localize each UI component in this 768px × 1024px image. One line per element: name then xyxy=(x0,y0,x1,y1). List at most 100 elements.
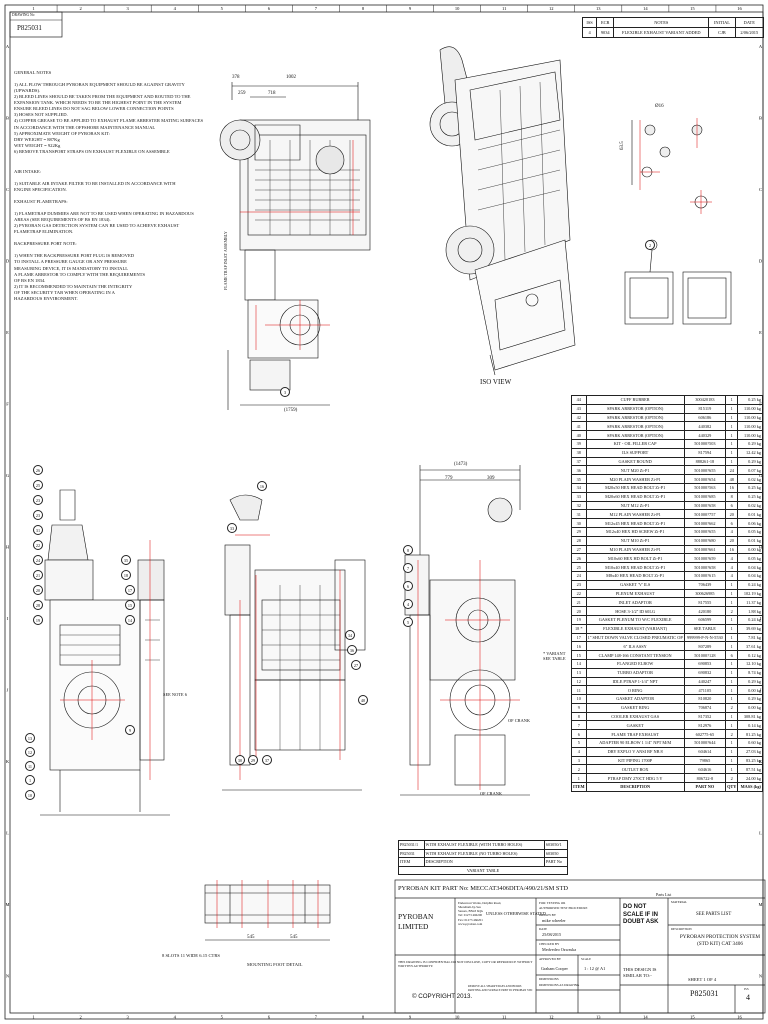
zone-column-label: 16 xyxy=(737,1015,742,1020)
confidential-notice: THIS DRAWING IS CONFIDENTIAL DO NOT DISC… xyxy=(398,960,533,969)
item-balloon: 12 xyxy=(25,747,35,757)
parts-cell: 6 xyxy=(724,650,739,660)
zone-column-label: 12 xyxy=(549,6,554,11)
note-line: 1) FLAMETRAP DUMMIES ARE NOT TO BE USED … xyxy=(14,211,194,217)
variant-cell: 603050/1 xyxy=(543,840,569,850)
zone-column-label: 11 xyxy=(502,6,506,11)
variant-row: P825031/1 WITH EXHAUST FLEXIBLE (WITH TU… xyxy=(398,840,569,850)
dimensions-value: DIMENSIONS AS DRAWING xyxy=(539,983,580,987)
parts-cell: 0.05 kg xyxy=(737,553,763,564)
zone-row-label: F xyxy=(6,401,9,406)
dimension-text: 779 xyxy=(445,476,453,481)
variant-cell: 603050 xyxy=(543,848,569,858)
item-balloon: 23 xyxy=(33,510,43,520)
zone-row-label: C xyxy=(6,187,9,192)
parts-cell: 501000?659 xyxy=(683,553,727,564)
revision-cell: CJB xyxy=(708,27,736,38)
title-block-frame xyxy=(394,879,766,1014)
revision-header-cell: ISS xyxy=(581,17,598,28)
zone-column-label: 14 xyxy=(643,1015,648,1020)
sheet-number: SHEET 1 OF 4 xyxy=(688,977,717,982)
iso-view-label: ISO VIEW xyxy=(480,378,512,386)
parts-cell: 8.74 kg xyxy=(737,667,763,678)
parts-cell: 501000?757 xyxy=(683,509,727,520)
parts-cell: 606186 xyxy=(683,412,727,423)
note-line: A FLAME ARRESTOR TO COMPLY WITH THE REQU… xyxy=(14,271,146,277)
parts-cell: 1 xyxy=(724,685,739,696)
zone-column-label: 2 xyxy=(79,6,81,11)
zone-column-label: 14 xyxy=(643,6,648,11)
parts-cell: 2 xyxy=(724,606,739,616)
parts-cell: 1 xyxy=(724,395,739,405)
zone-row-label: D xyxy=(6,258,10,263)
parts-cell: 0.29 kg xyxy=(737,694,763,704)
note-line: Shoreham-by-Sea xyxy=(458,905,481,910)
parts-cell: 501000?503 xyxy=(683,438,727,449)
parts-cell: 42 xyxy=(571,412,587,423)
parts-cell: 11.37 kg xyxy=(737,597,763,608)
parts-cell: 1 xyxy=(724,614,739,625)
note-line: HAZARDOUS ENVIRONMENT. xyxy=(14,295,78,301)
material: SEE PARTS LIST xyxy=(696,912,732,917)
parts-cell: 11 xyxy=(571,685,587,696)
unless-stated: UNLESS OTHERWISE STATED xyxy=(486,911,546,916)
parts-cell: 2 xyxy=(724,773,739,784)
zone-column-label: 16 xyxy=(737,6,742,11)
description-label: DESCRIPTION xyxy=(671,927,692,931)
note-line: 4) COPPER GREASE TO BE APPLIED TO EXHAUS… xyxy=(14,118,204,124)
drawing-number: P825031 xyxy=(17,24,42,32)
parts-cell: 1 xyxy=(724,588,739,599)
parts-cell: M10x60 HEX HD BOLT Zi-P1 xyxy=(585,553,685,564)
parts-cell: 12.42 kg xyxy=(737,447,763,458)
parts-cell: 501000?662 xyxy=(683,518,727,528)
note-line: 2) IT IS RECOMMENDED TO MAINTAIN THE INT… xyxy=(14,283,133,289)
air-intake-notes: 1) SUITABLE AIR INTAKE FILTER TO BE INST… xyxy=(14,181,214,193)
parts-cell: CLAMP 148-166 CONSTANT TENSION xyxy=(585,650,685,660)
parts-cell: 20 xyxy=(724,509,739,520)
issue-number: 4 xyxy=(746,993,750,1002)
parts-cell: 440382 xyxy=(683,421,727,432)
item-balloon: 6 xyxy=(403,581,413,591)
dimension-text: (1473) xyxy=(454,462,468,467)
zone-row-label: N xyxy=(6,973,10,978)
variant-cell: WITH EXHAUST FLEXIBLE (NO TURBO HOLES) xyxy=(423,848,545,858)
note-line: WET WEIGHT = 922Kg xyxy=(14,142,61,148)
revision-header: ISS ECR NOTES INITIAL DATE xyxy=(581,17,765,28)
zone-markers: 1122334455667788991010111112121313141415… xyxy=(5,5,763,1020)
of-crank-label: OF CRANK xyxy=(480,791,503,796)
zone-column-label: 8 xyxy=(362,1015,365,1020)
parts-cell: 0.06 kg xyxy=(737,518,763,528)
parts-cell: 501000?615 xyxy=(683,570,727,581)
parts-cell: 0.04 kg xyxy=(737,570,763,581)
parts-cell: 87.51 kg xyxy=(737,764,763,775)
item-balloon: 29 xyxy=(248,755,258,765)
dimension-text: (1759) xyxy=(284,408,298,413)
parts-cell: 25 xyxy=(571,562,587,572)
parts-cell: SEE TABLE xyxy=(683,623,727,634)
parts-cell: 16 xyxy=(724,482,739,493)
parts-cell: 41 xyxy=(571,421,587,432)
parts-cell: 1 xyxy=(724,421,739,432)
parts-cell: 83.25 kg xyxy=(737,755,763,766)
parts-cell: 471105 xyxy=(683,685,727,696)
parts-cell: 501000?128 xyxy=(683,650,727,660)
zone-column-label: 13 xyxy=(596,6,601,11)
revision-header-cell: ECR xyxy=(596,17,615,28)
zone-column-label: 15 xyxy=(690,6,695,11)
note-line: www.pyroban.com xyxy=(458,921,483,926)
copyright: © COPYRIGHT 2013. xyxy=(412,993,473,1000)
parts-header-cell: ITEM xyxy=(571,782,587,792)
parts-cell: FLAME TRAP EXHAUST xyxy=(585,729,685,740)
variant-cell: WITH EXHAUST FLEXIBLE (WITH TURBO HOLES) xyxy=(423,840,545,850)
